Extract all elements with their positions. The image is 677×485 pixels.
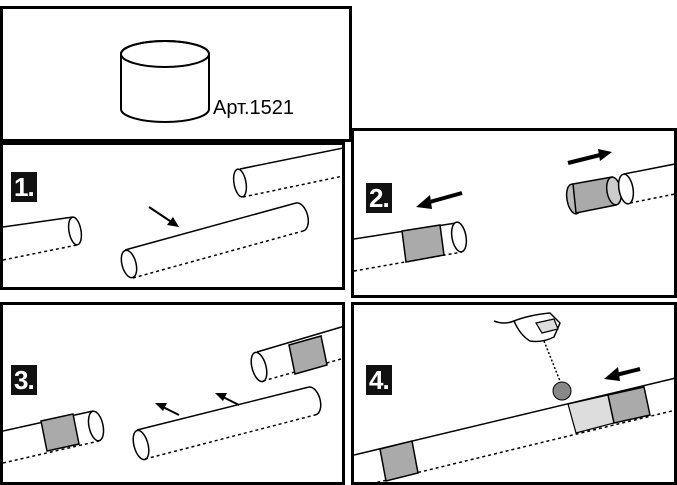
step-4-badge: 4.	[366, 365, 392, 395]
article-label: Арт.1521	[213, 97, 295, 119]
step-1-panel: 1.	[0, 142, 345, 290]
step-3-illustration	[3, 325, 342, 464]
coupling-sleeve-illustration	[120, 40, 210, 123]
step-2-illustration	[354, 149, 674, 272]
step-4-panel: 4.	[351, 302, 677, 485]
step-1-illustration	[3, 147, 342, 279]
step-3-badge: 3.	[11, 365, 37, 395]
step-2-panel: 2.	[351, 128, 677, 298]
product-panel: Арт.1521	[0, 6, 352, 142]
step-2-badge: 2.	[366, 183, 392, 213]
step-1-badge: 1.	[11, 172, 37, 202]
step-4-illustration	[354, 312, 674, 482]
step-3-panel: 3.	[0, 302, 345, 485]
